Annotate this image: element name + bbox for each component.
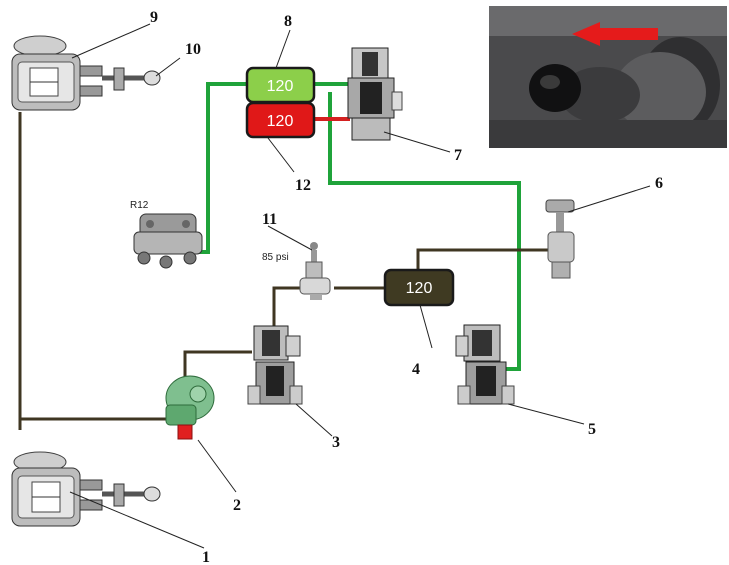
brake-chamber-top (12, 36, 160, 110)
callout-1: 1 (202, 549, 210, 565)
callout-8: 8 (284, 13, 292, 30)
reservoir-12-value: 120 (267, 113, 294, 130)
callout-3: 3 (332, 434, 340, 451)
callout-12: 12 (295, 177, 311, 194)
callout-10: 10 (185, 41, 201, 58)
supply-line-r12 (196, 84, 252, 252)
reservoir-12: 120 (247, 103, 314, 137)
callout-7: 7 (454, 147, 462, 164)
relay-valve-label: R12 (130, 200, 149, 211)
callout-2: 2 (233, 497, 241, 514)
quick-release-valve (166, 376, 214, 439)
reservoir-8: 120 (247, 68, 314, 102)
callout-5: 5 (588, 421, 596, 438)
callout-9: 9 (150, 9, 158, 26)
callout-6: 6 (655, 175, 663, 192)
service-line-4-to-6 (418, 250, 550, 272)
control-valve-3 (248, 326, 302, 404)
control-valve-7 (348, 48, 402, 140)
callout-11: 11 (262, 211, 277, 228)
control-valve-5 (456, 325, 514, 404)
reservoir-8-value: 120 (267, 78, 294, 95)
reservoir-4: 120 (385, 270, 453, 305)
callout-4: 4 (412, 361, 420, 378)
brake-chamber-bottom (12, 452, 160, 526)
reservoir-4-value: 120 (406, 280, 433, 297)
service-line-3-to-11 (274, 288, 304, 328)
dash-valve-knob-photo (489, 6, 727, 148)
relay-valve-r12 (134, 214, 202, 268)
pressure-label: 85 psi (262, 252, 289, 263)
pressure-switch-11 (300, 242, 330, 300)
